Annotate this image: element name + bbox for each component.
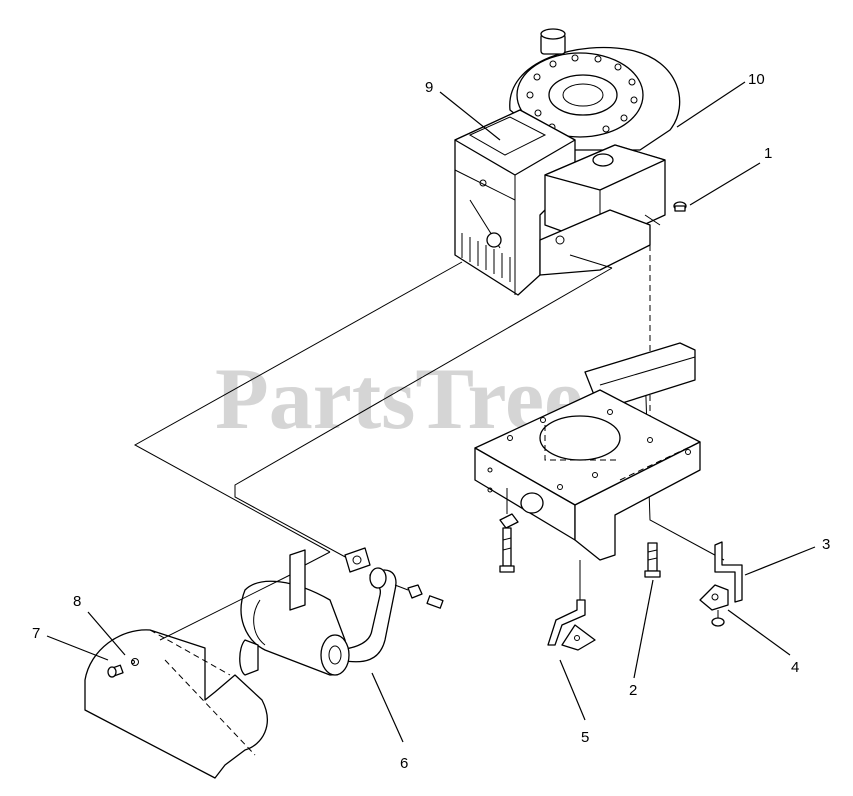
bolt-left: [499, 513, 519, 573]
callout-1: 1: [764, 145, 772, 162]
mounting-plate: [474, 342, 701, 561]
callout-5: 5: [581, 729, 589, 746]
callout-7: 7: [32, 625, 40, 642]
rod-part-5: [547, 599, 586, 646]
flywheel-bolt-holes: [526, 54, 638, 133]
clip-part-4: [699, 584, 729, 627]
leader-lines: [46, 81, 816, 743]
bracket-part-5: [561, 624, 596, 651]
engine: [454, 28, 681, 296]
callout-8: 8: [73, 593, 81, 610]
rod-part-3: [714, 541, 743, 603]
callout-6: 6: [400, 755, 408, 772]
callout-9: 9: [425, 79, 433, 96]
bolt-part-2: [644, 542, 661, 578]
engine-cooling-fins: [461, 233, 511, 282]
screw-part-7: [107, 664, 124, 678]
callout-2: 2: [629, 682, 637, 699]
callout-4: 4: [791, 659, 799, 676]
callout-labels: 9 10 1 3 4 2 5 6 8 7: [32, 71, 830, 772]
muffler-guard: [84, 574, 291, 779]
callout-10: 10: [748, 71, 765, 88]
callout-3: 3: [822, 536, 830, 553]
muffler: [239, 547, 444, 676]
bolt-part-1: [673, 201, 687, 212]
